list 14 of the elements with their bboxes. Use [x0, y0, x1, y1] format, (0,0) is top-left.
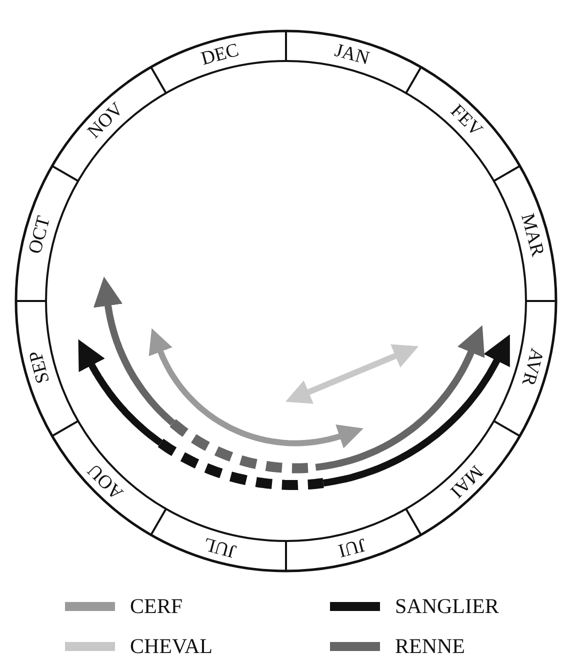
month-label: OCT: [24, 214, 55, 256]
month-label: JUI: [336, 534, 368, 561]
legend-label: RENNE: [395, 634, 465, 658]
legend-label: CHEVAL: [130, 634, 212, 658]
month-label: MAR: [516, 211, 548, 259]
month-label: AVR: [517, 346, 548, 388]
month-label: JAN: [332, 40, 372, 70]
month-label: SEP: [25, 348, 54, 386]
month-label: FEV: [446, 100, 486, 141]
legend-label: CERF: [130, 594, 183, 618]
month-label: AOU: [84, 459, 128, 504]
legend-label: SANGLIER: [395, 594, 499, 618]
month-label: JUL: [201, 532, 239, 562]
month-label: DEC: [198, 40, 242, 70]
